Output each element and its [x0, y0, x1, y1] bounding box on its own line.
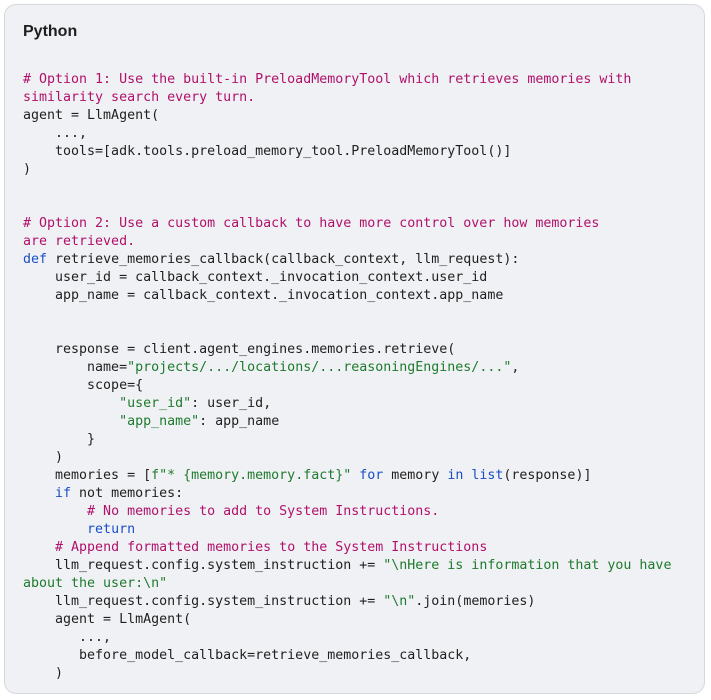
code-token: in: [447, 468, 464, 483]
code-token: user_id = callback_context._invocation_c…: [23, 270, 488, 285]
code-line: ): [23, 161, 694, 179]
code-token: app_name = callback_context._invocation_…: [23, 288, 504, 303]
code-line: def retrieve_memories_callback(callback_…: [23, 251, 694, 269]
code-token: "user_id": [119, 396, 192, 411]
code-token: "\n": [383, 594, 416, 609]
code-token: : user_id,: [191, 396, 272, 411]
code-line: llm_request.config.system_instruction +=…: [23, 593, 694, 611]
code-token: ,: [511, 360, 520, 375]
code-token: memory: [383, 468, 448, 483]
code-line: agent = LlmAgent(: [23, 611, 694, 629]
code-token: def: [23, 252, 48, 267]
code-card: Python # Option 1: Use the built-in Prel…: [4, 4, 705, 694]
code-token: [23, 486, 55, 501]
code-token: f"* {memory.memory.fact}": [151, 468, 352, 483]
code-token: for: [359, 468, 384, 483]
code-line: tools=[adk.tools.preload_memory_tool.Pre…: [23, 143, 694, 161]
code-line: [23, 323, 694, 341]
code-line: user_id = callback_context._invocation_c…: [23, 269, 694, 287]
code-token: (response)]: [503, 468, 592, 483]
code-line: if not memories:: [23, 485, 694, 503]
code-line: name="projects/.../locations/...reasonin…: [23, 359, 694, 377]
code-token: "\nHere is information that you have: [383, 558, 672, 573]
code-token: }: [23, 432, 96, 447]
code-line: similarity search every turn.: [23, 89, 694, 107]
code-token: "projects/.../locations/...reasoningEngi…: [127, 360, 512, 375]
code-line: ...,: [23, 629, 694, 647]
code-line: }: [23, 431, 694, 449]
code-line: # Option 1: Use the built-in PreloadMemo…: [23, 71, 694, 89]
code-token: ): [23, 450, 64, 465]
code-block[interactable]: # Option 1: Use the built-in PreloadMemo…: [23, 71, 694, 683]
code-token: [23, 522, 87, 537]
code-token: retrieve_memories_callback(callback_cont…: [47, 252, 520, 267]
code-line: return: [23, 521, 694, 539]
code-token: # No memories to add to System Instructi…: [87, 504, 440, 519]
code-token: llm_request.config.system_instruction +=: [23, 594, 384, 609]
code-line: before_model_callback=retrieve_memories_…: [23, 647, 694, 665]
code-token: agent = LlmAgent(: [23, 108, 160, 123]
code-token: list: [471, 468, 504, 483]
code-line: ): [23, 665, 694, 683]
code-token: .join(memories): [415, 594, 536, 609]
code-line: llm_request.config.system_instruction +=…: [23, 557, 694, 575]
code-line: response = client.agent_engines.memories…: [23, 341, 694, 359]
code-line: ...,: [23, 125, 694, 143]
code-line: "user_id": user_id,: [23, 395, 694, 413]
code-line: [23, 197, 694, 215]
code-token: llm_request.config.system_instruction +=: [23, 558, 384, 573]
code-token: response = client.agent_engines.memories…: [23, 342, 456, 357]
code-line: # Append formatted memories to the Syste…: [23, 539, 694, 557]
code-line: # No memories to add to System Instructi…: [23, 503, 694, 521]
code-line: [23, 179, 694, 197]
code-token: ): [23, 666, 64, 681]
code-token: scope={: [23, 378, 144, 393]
code-token: [23, 414, 119, 429]
code-token: ...,: [23, 630, 112, 645]
code-token: similarity search every turn.: [23, 90, 256, 105]
code-token: [23, 540, 55, 555]
code-token: name=: [23, 360, 128, 375]
code-token: [23, 396, 119, 411]
code-token: are retrieved.: [23, 234, 136, 249]
code-line: # Option 2: Use a custom callback to hav…: [23, 215, 694, 233]
code-line: are retrieved.: [23, 233, 694, 251]
code-line: ): [23, 449, 694, 467]
code-token: about the user:\n": [23, 576, 168, 591]
code-line: memories = [f"* {memory.memory.fact}" fo…: [23, 467, 694, 485]
code-line: app_name = callback_context._invocation_…: [23, 287, 694, 305]
code-line: scope={: [23, 377, 694, 395]
code-line: [23, 305, 694, 323]
code-token: ): [23, 162, 32, 177]
code-line: agent = LlmAgent(: [23, 107, 694, 125]
code-token: # Append formatted memories to the Syste…: [55, 540, 488, 555]
code-line: "app_name": app_name: [23, 413, 694, 431]
code-token: memories = [: [23, 468, 152, 483]
code-token: [23, 504, 87, 519]
code-token: before_model_callback=retrieve_memories_…: [23, 648, 472, 663]
language-label: Python: [23, 23, 78, 40]
code-token: return: [87, 522, 136, 537]
code-line: about the user:\n": [23, 575, 694, 593]
code-token: : app_name: [199, 414, 280, 429]
code-token: "app_name": [119, 414, 200, 429]
code-token: # Option 2: Use a custom callback to hav…: [23, 216, 600, 231]
code-token: tools=[adk.tools.preload_memory_tool.Pre…: [23, 144, 512, 159]
code-token: # Option 1: Use the built-in PreloadMemo…: [23, 72, 632, 87]
code-token: if: [55, 486, 72, 501]
code-token: agent = LlmAgent(: [23, 612, 192, 627]
code-token: not memories:: [71, 486, 184, 501]
code-token: ...,: [23, 126, 88, 141]
